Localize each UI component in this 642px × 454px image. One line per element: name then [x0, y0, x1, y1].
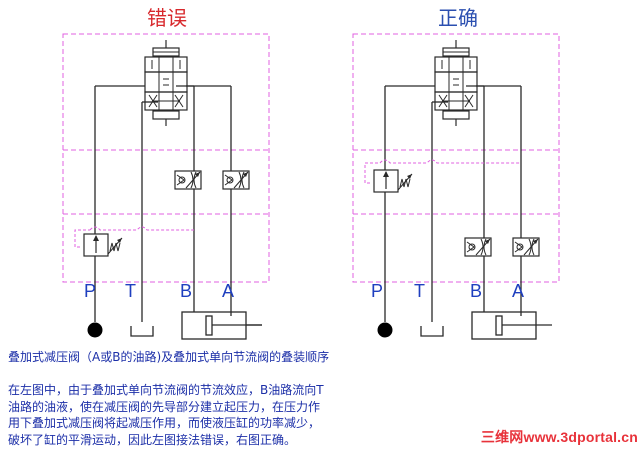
- left-pilot-line: [74, 226, 194, 248]
- left-pressure-reducing-valve-icon: [83, 233, 123, 257]
- title-wrong: 错误: [147, 6, 187, 30]
- right-tank-icon: [420, 326, 444, 337]
- right-directional-valve-icon: [434, 39, 478, 127]
- explanation-line: 油路的油液，使在减压阀的先导部分建立起压力，在压力作: [8, 399, 321, 414]
- left-check-throttle-valve-b-icon: [174, 170, 202, 190]
- right-cylinder-icon: [471, 311, 552, 340]
- right-module-boxes: [352, 33, 560, 283]
- right-pressure-reducing-valve-icon: [373, 169, 413, 193]
- explanation-line: 用下叠加式减压阀将起减压作用，而使液压缸的功率减少，: [8, 416, 321, 430]
- left-port-p-label: P: [84, 281, 97, 301]
- left-oil-lines: [94, 85, 232, 322]
- left-directional-valve-icon: [144, 39, 188, 127]
- left-port-b-label: B: [180, 281, 193, 301]
- right-port-a-label: A: [512, 281, 525, 301]
- left-circuit: [62, 33, 270, 340]
- explanation-line: 在左图中，由于叠加式单向节流阀的节流效应，B油路流向T: [8, 383, 324, 397]
- watermark-link[interactable]: 三维网www.3dportal.cn: [480, 429, 638, 445]
- right-pilot-line: [364, 159, 521, 184]
- right-circuit: [352, 33, 560, 340]
- right-check-throttle-valve-a-icon: [512, 237, 540, 257]
- right-pump-icon: [377, 322, 393, 338]
- left-check-throttle-valve-a-icon: [222, 170, 250, 190]
- left-port-t-label: T: [125, 281, 136, 301]
- right-port-b-label: B: [470, 281, 483, 301]
- right-check-throttle-valve-b-icon: [464, 237, 492, 257]
- left-port-a-label: A: [222, 281, 235, 301]
- left-pump-icon: [87, 322, 103, 338]
- right-port-t-label: T: [414, 281, 425, 301]
- title-right: 正确: [438, 6, 478, 30]
- left-module-boxes: [62, 33, 270, 283]
- left-cylinder-icon: [181, 311, 262, 340]
- right-port-p-label: P: [371, 281, 384, 301]
- left-tank-icon: [130, 326, 154, 337]
- right-oil-lines: [384, 85, 522, 322]
- explanation-line: 破坏了缸的平滑运动，因此左图接法错误，右图正确。: [8, 432, 297, 447]
- explanation-paragraph: 在左图中，由于叠加式单向节流阀的节流效应，B油路流向T 油路的油液，使在减压阀的…: [8, 382, 388, 448]
- diagram-caption: 叠加式减压阀（A或B的油路)及叠加式单向节流阀的叠装顺序: [8, 350, 330, 364]
